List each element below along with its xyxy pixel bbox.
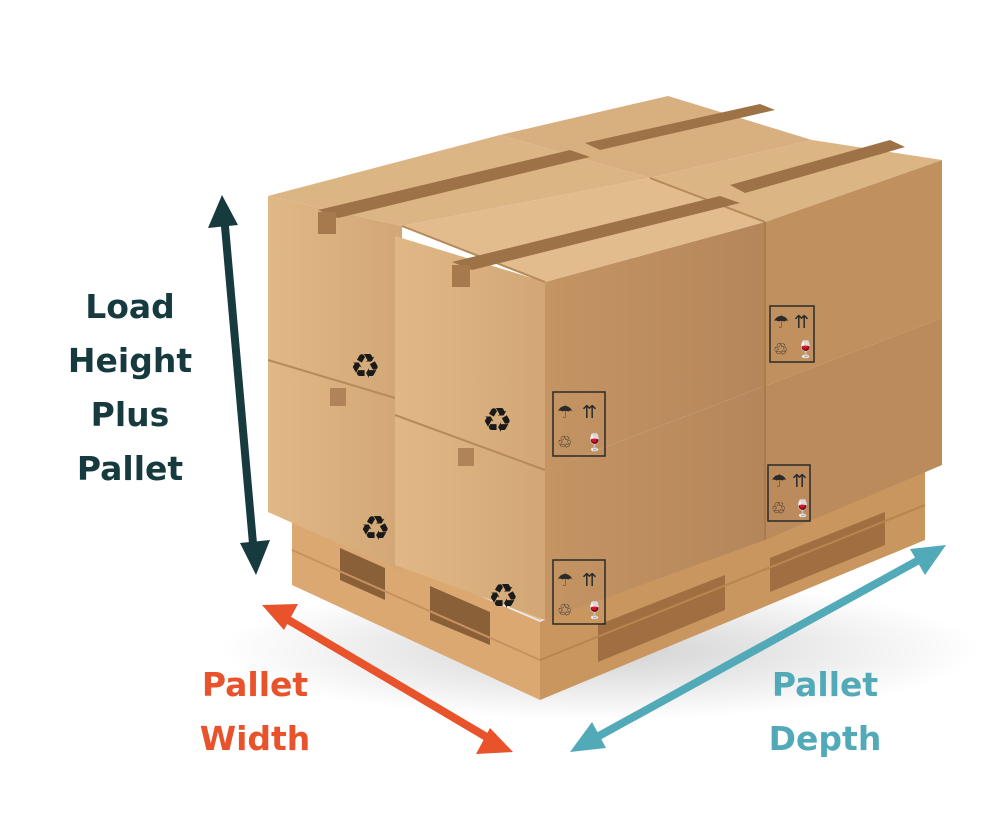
arrow-head-left: [262, 604, 298, 630]
pallet-slot: [598, 575, 725, 662]
tape-end: [458, 448, 474, 466]
tape: [318, 150, 590, 218]
pallet-depth-label: Pallet Depth: [735, 658, 915, 766]
box: [765, 160, 942, 386]
label-line: Load: [85, 287, 175, 326]
pallet-width-label: Pallet Width: [165, 658, 345, 766]
svg-text:♻: ♻: [350, 347, 380, 387]
svg-text:☂: ☂: [557, 570, 573, 591]
box: [395, 236, 545, 620]
boxes: ♻ ♻ ♻ ♻ ☂ ☂ ☂ ☂ ⇈ ⇈ ⇈ ⇈ ♲ 🍷 ♲ 🍷: [267, 96, 942, 625]
arrow-head-right: [476, 728, 513, 754]
svg-text:⇈: ⇈: [794, 312, 809, 333]
tape-end: [318, 212, 336, 234]
svg-text:♲: ♲: [773, 340, 788, 360]
svg-text:⇈: ⇈: [582, 402, 597, 423]
svg-text:♲: ♲: [771, 499, 786, 519]
arrow-head-right: [910, 545, 946, 575]
svg-text:☂: ☂: [771, 471, 787, 492]
load-height-label: Load Height Plus Pallet: [45, 280, 215, 496]
svg-text:🍷: 🍷: [795, 339, 816, 360]
svg-text:⇈: ⇈: [792, 471, 807, 492]
svg-text:🍷: 🍷: [584, 432, 605, 453]
svg-text:♻: ♻: [360, 509, 390, 549]
width-arrow: [262, 604, 513, 754]
svg-text:♲: ♲: [557, 601, 572, 621]
handling-labels: [552, 305, 815, 625]
height-arrow: [208, 195, 270, 575]
label-line: Pallet: [771, 665, 879, 704]
tape: [730, 140, 905, 193]
fragile-glass-icon: ♲ 🍷 ♲ 🍷 ♲ 🍷 ♲ 🍷: [557, 339, 816, 621]
recycle-icon: ♻ ♻ ♻ ♻: [350, 347, 518, 617]
label-line: Height: [67, 341, 193, 380]
svg-text:☂: ☂: [557, 402, 573, 423]
arrow-head-up: [208, 195, 238, 228]
tape-end: [452, 265, 470, 287]
depth-arrow: [570, 545, 946, 752]
tape: [452, 196, 740, 270]
arrow-head-left: [570, 722, 606, 752]
umbrella-icon: ☂ ☂ ☂ ☂: [557, 312, 789, 591]
label-line: Width: [199, 719, 311, 758]
box: [545, 222, 765, 470]
svg-text:♲: ♲: [557, 433, 572, 453]
svg-text:☂: ☂: [773, 312, 789, 333]
svg-text:⇈: ⇈: [582, 570, 597, 591]
label-line: Pallet: [76, 449, 184, 488]
this-way-up-icon: ⇈ ⇈ ⇈ ⇈: [582, 312, 809, 591]
svg-text:🍷: 🍷: [584, 600, 605, 621]
svg-text:♻: ♻: [482, 401, 512, 441]
box: [268, 196, 402, 572]
label-line: Pallet: [201, 665, 309, 704]
svg-text:🍷: 🍷: [792, 498, 813, 519]
label-line: Depth: [768, 719, 882, 758]
arrow-head-down: [240, 540, 270, 575]
tape-end: [330, 388, 346, 406]
tape: [585, 104, 775, 150]
label-line: Plus: [90, 395, 170, 434]
svg-text:♻: ♻: [488, 577, 518, 617]
box: [545, 386, 765, 620]
